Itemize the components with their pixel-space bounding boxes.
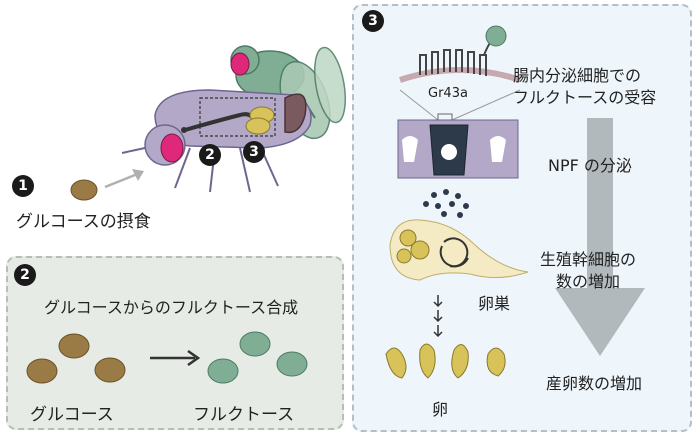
npf-granules: [423, 189, 469, 218]
fructose-label: フルクトース: [193, 405, 295, 425]
process-arrow: [555, 118, 645, 356]
marker-3: 3: [362, 10, 384, 32]
step3-line1: 生殖幹細胞の: [540, 250, 637, 269]
ovary: [389, 219, 529, 281]
purple-fly: [121, 89, 312, 193]
marker-1: 1: [12, 175, 34, 197]
marker-3-small: 3: [243, 141, 265, 163]
step1-line2: フルクトースの受容: [513, 88, 657, 107]
marker-2-small: 2: [199, 144, 221, 166]
conversion-arrow: [150, 349, 201, 367]
fructose-synthesis-title: グルコースからのフルクトース合成: [44, 298, 299, 317]
enteroendocrine-cell: [397, 119, 519, 179]
step4-label: 産卵数の増加: [546, 374, 643, 393]
fructose-molecules: [207, 331, 308, 384]
egg-production-arrows: [433, 295, 443, 338]
fly-illustration: [121, 45, 347, 193]
step2-label: NPF の分泌: [548, 156, 632, 175]
step1-line1: 腸内分泌細胞での: [513, 66, 642, 85]
gr43a-receptor: [399, 25, 521, 83]
glucose-molecules: [26, 333, 126, 384]
step3-line2: 数の増加: [556, 272, 621, 291]
glucose-ingestion-caption: グルコースの摂食: [16, 212, 151, 232]
glucose-food: [70, 169, 144, 201]
glucose-label: グルコース: [30, 405, 114, 425]
ovary-label: 卵巣: [478, 294, 511, 313]
marker-2: 2: [14, 264, 36, 286]
eggs: [385, 343, 506, 379]
glucose-to-fructose-diagram: [26, 331, 308, 384]
mechanism-diagram: [385, 25, 529, 379]
receptor-label: Gr43a: [428, 86, 468, 101]
egg-label: 卵: [432, 400, 449, 419]
